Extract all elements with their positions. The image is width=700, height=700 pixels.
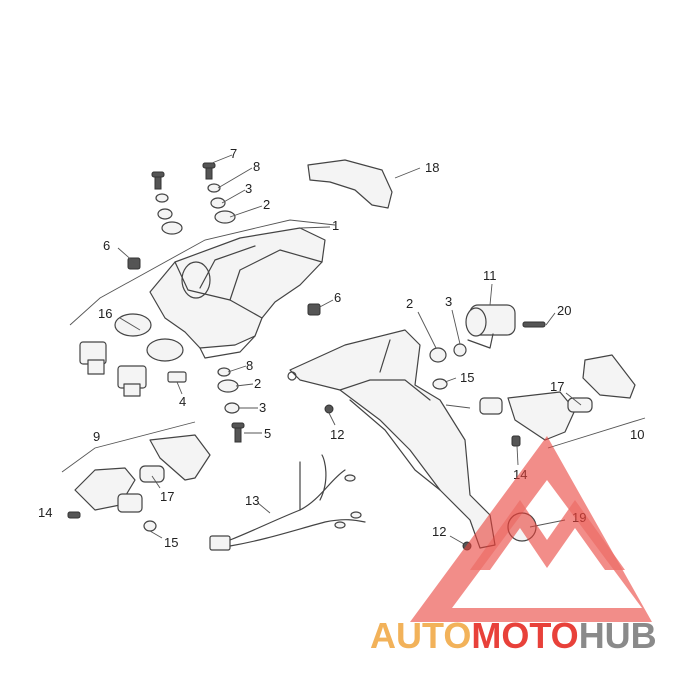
callout-3-bottom: 3 bbox=[259, 400, 266, 415]
callout-12-bottom: 12 bbox=[432, 524, 446, 539]
watermark-text: AUTOMOTOHUB bbox=[370, 615, 657, 656]
cover-plate-part bbox=[307, 159, 393, 209]
callout-17-right: 17 bbox=[550, 379, 564, 394]
callout-20: 20 bbox=[557, 303, 571, 318]
callout-3-right: 3 bbox=[445, 294, 452, 309]
leader-lines bbox=[69, 154, 582, 545]
right-turn-signal-part bbox=[479, 354, 636, 447]
callout-9: 9 bbox=[93, 429, 100, 444]
callout-13: 13 bbox=[245, 493, 259, 508]
callout-2-top: 2 bbox=[263, 197, 270, 212]
callout-2-right: 2 bbox=[406, 296, 413, 311]
tail-light-housing-part bbox=[149, 227, 326, 359]
callout-14-left: 14 bbox=[38, 505, 52, 520]
callout-10: 10 bbox=[630, 427, 644, 442]
grommet-part-right bbox=[429, 343, 467, 390]
callout-17-left: 17 bbox=[160, 489, 174, 504]
callout-18: 18 bbox=[425, 160, 439, 175]
connector-part bbox=[167, 371, 187, 383]
bolt-part bbox=[522, 321, 546, 328]
license-plate-bracket-part bbox=[287, 329, 496, 549]
callout-4: 4 bbox=[179, 394, 186, 409]
watermark-logo bbox=[410, 436, 652, 622]
callout-11: 11 bbox=[483, 268, 497, 283]
callout-2-bottom: 2 bbox=[254, 376, 261, 391]
license-light-part bbox=[465, 304, 516, 349]
callout-8-bottom: 8 bbox=[246, 358, 253, 373]
callout-16: 16 bbox=[98, 306, 112, 321]
callout-1: 1 bbox=[332, 218, 339, 233]
callout-6-right: 6 bbox=[334, 290, 341, 305]
screw-part bbox=[151, 171, 183, 235]
screw-part-right bbox=[202, 162, 236, 224]
watermark-triangle-icon bbox=[410, 436, 652, 622]
bulb-holder-part bbox=[79, 313, 184, 397]
callout-12-middle: 12 bbox=[330, 427, 344, 442]
callout-7: 7 bbox=[230, 146, 237, 161]
callout-3-top: 3 bbox=[245, 181, 252, 196]
lower-fasteners-part bbox=[217, 367, 245, 443]
clip-part bbox=[127, 257, 321, 316]
callout-6-left: 6 bbox=[103, 238, 110, 253]
callout-15-left: 15 bbox=[164, 535, 178, 550]
callout-5: 5 bbox=[264, 426, 271, 441]
callout-15-right: 15 bbox=[460, 370, 474, 385]
left-turn-signal-part bbox=[67, 434, 211, 532]
callout-8-top: 8 bbox=[253, 159, 260, 174]
wiring-harness-part bbox=[209, 454, 366, 551]
